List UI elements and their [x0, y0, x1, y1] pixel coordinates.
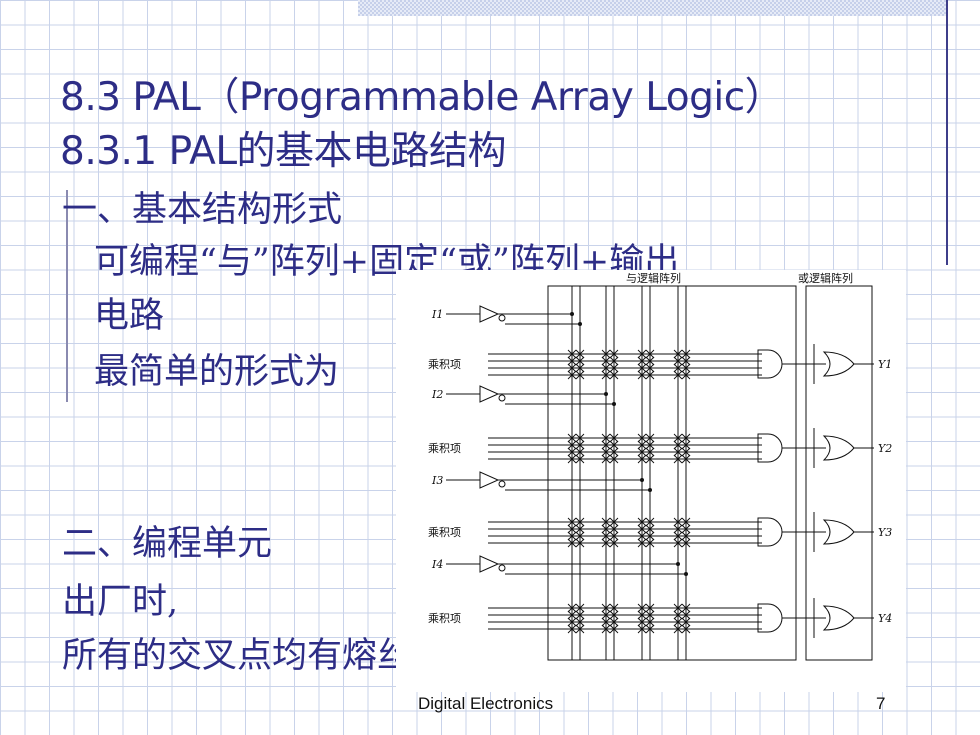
connection-dot	[604, 392, 608, 396]
inverter-bubble	[498, 564, 506, 572]
connection-dot	[570, 312, 574, 316]
footer-course-title: Digital Electronics	[418, 694, 554, 713]
and-array-label: 与逻辑阵列	[626, 271, 681, 285]
text-factory-state: 出厂时,	[62, 582, 179, 622]
or-gate	[822, 351, 855, 377]
page-number: 7	[876, 694, 886, 713]
heading-programming-unit: 二、编程单元	[62, 524, 273, 564]
product-term-label: 乘积项	[428, 526, 461, 539]
or-gate	[822, 435, 855, 461]
text-simplest-form: 最简单的形式为	[94, 352, 340, 392]
input-buffer	[479, 305, 500, 323]
input-buffer	[479, 471, 500, 489]
product-term-label: 乘积项	[428, 358, 461, 371]
or-array-label: 或逻辑阵列	[798, 271, 853, 285]
bullet-bracket-line	[66, 190, 68, 402]
product-term-label: 乘积项	[428, 612, 461, 625]
text-structure-description-cont: 电路	[94, 296, 165, 336]
inverter-bubble	[498, 480, 506, 488]
and-gate	[757, 349, 783, 379]
connection-dot	[648, 488, 652, 492]
input-label-2: I2	[431, 388, 443, 401]
input-label-4: I4	[431, 558, 443, 571]
and-gate	[757, 603, 783, 633]
slide-subtitle: 8.3.1 PAL的基本电路结构	[60, 129, 507, 174]
text-fuse-description: 所有的交叉点均有熔丝	[62, 636, 413, 676]
output-label-3: Y3	[878, 526, 892, 539]
and-gate	[757, 517, 783, 547]
product-term-label: 乘积项	[428, 442, 461, 455]
header-vertical-rule	[946, 0, 948, 265]
or-gate	[822, 519, 855, 545]
inverter-bubble	[498, 314, 506, 322]
connection-dot	[684, 572, 688, 576]
heading-basic-structure: 一、基本结构形式	[62, 190, 343, 230]
header-decoration-band	[358, 0, 948, 16]
connection-dot	[676, 562, 680, 566]
input-buffer	[479, 385, 500, 403]
input-buffer	[479, 555, 500, 573]
connection-dot	[640, 478, 644, 482]
or-gate	[822, 605, 855, 631]
output-label-1: Y1	[878, 358, 892, 371]
and-gate	[757, 433, 783, 463]
input-label-3: I3	[431, 474, 443, 487]
slide-title: 8.3 PAL（Programmable Array Logic）	[60, 75, 784, 120]
output-label-4: Y4	[878, 612, 892, 625]
input-label-1: I1	[431, 308, 443, 321]
connection-dot	[578, 322, 582, 326]
inverter-bubble	[498, 394, 506, 402]
connection-dot	[612, 402, 616, 406]
output-label-2: Y2	[878, 442, 892, 455]
